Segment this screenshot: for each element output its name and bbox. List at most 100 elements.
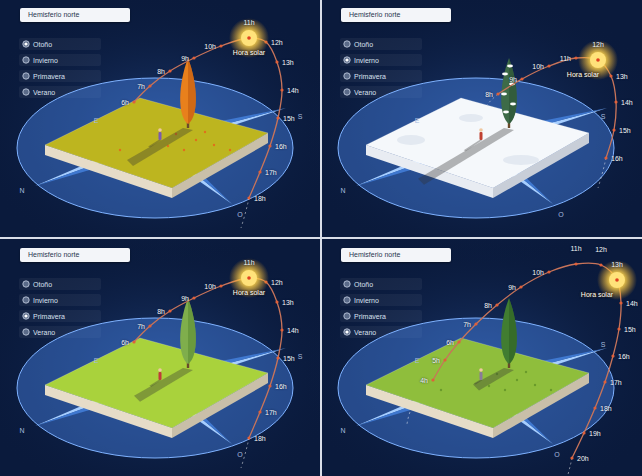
season-option: Otoño	[354, 41, 373, 48]
ground-top	[366, 98, 589, 188]
tree-crown-shade	[509, 58, 517, 124]
hour-dot	[280, 88, 283, 91]
hour-dot	[258, 170, 261, 173]
hour-label: 8h	[484, 302, 492, 309]
sun	[241, 30, 257, 46]
hour-dot	[168, 69, 171, 72]
radio-button	[23, 73, 29, 79]
person-shadow	[474, 380, 483, 385]
sun-label: Hora solar	[233, 289, 265, 296]
person-body	[159, 132, 162, 140]
hour-dot	[570, 456, 573, 459]
hour-label: 19h	[589, 430, 601, 437]
radio-button	[344, 73, 350, 79]
radio-selected	[345, 330, 348, 333]
sun	[241, 270, 257, 286]
hour-label: 10h	[532, 269, 544, 276]
ground-spot	[525, 371, 527, 373]
hour-dot	[280, 328, 283, 331]
sun-center	[596, 58, 600, 62]
hour-dot	[599, 263, 602, 266]
ground-spot	[550, 389, 552, 391]
season-option: Invierno	[354, 297, 379, 304]
tree-snow	[507, 65, 513, 68]
tree-crown	[180, 298, 196, 364]
hour-label: 8h	[485, 91, 493, 98]
ground-spot	[534, 384, 536, 386]
season-option: Verano	[33, 89, 55, 96]
panel-title-box: Hemisferio norte	[341, 248, 451, 262]
person-head	[158, 368, 162, 372]
compass-letter: E	[94, 117, 99, 124]
compass-letter: O	[554, 451, 559, 458]
option-row	[19, 310, 101, 322]
hour-label: 11h	[243, 19, 254, 26]
hour-dot	[219, 44, 222, 47]
option-row	[19, 38, 101, 50]
hour-dot	[611, 354, 614, 357]
season-option: Primavera	[354, 313, 386, 320]
ground-spot	[119, 149, 121, 151]
hour-dot	[443, 358, 446, 361]
option-row	[340, 38, 422, 50]
season-option: Otoño	[354, 281, 373, 288]
option-row	[19, 294, 101, 306]
hour-label: 10h	[532, 63, 544, 70]
radio-button	[23, 89, 29, 95]
option-row	[340, 70, 422, 82]
hour-label: 10h	[204, 283, 216, 290]
tree-snow	[502, 73, 508, 76]
snow-drift	[503, 155, 539, 165]
hour-label: 16h	[275, 383, 287, 390]
hour-label: 12h	[592, 41, 604, 48]
tree-shadow	[418, 128, 514, 185]
person-shadow	[464, 140, 483, 151]
compass-letter: S	[601, 341, 606, 348]
hour-dot	[574, 262, 577, 265]
hour-label: 15h	[619, 127, 631, 134]
panel-title-box: Hemisferio norte	[20, 8, 130, 22]
hour-label: 11h	[560, 55, 571, 62]
tree-shadow	[473, 368, 514, 391]
hour-label: 15h	[283, 115, 295, 122]
hour-label: 17h	[265, 169, 277, 176]
sun-path	[134, 278, 282, 438]
hour-label: 9h	[181, 295, 189, 302]
ground-spot	[195, 139, 197, 141]
hour-dot	[258, 410, 261, 413]
radio-selected	[345, 58, 348, 61]
radio-button	[23, 41, 29, 47]
radio-button	[23, 57, 29, 63]
hour-dot	[582, 431, 585, 434]
tree-crown	[501, 298, 517, 364]
hour-dot	[617, 327, 620, 330]
hour-dot	[615, 278, 618, 281]
tree-snow	[503, 111, 509, 114]
hour-label: 15h	[624, 326, 636, 333]
sun-center	[247, 276, 251, 280]
tree-crown-shade	[188, 58, 196, 124]
hour-dot	[276, 116, 279, 119]
hour-label: 4h	[420, 377, 428, 384]
hour-label: 7h	[137, 83, 145, 90]
hour-dot	[268, 144, 271, 147]
person-body	[159, 372, 162, 380]
hour-dot	[247, 196, 250, 199]
hour-label: 12h	[271, 39, 283, 46]
tree-shadow	[127, 128, 193, 166]
sun-path	[433, 263, 621, 458]
hour-label: 6h	[121, 339, 129, 346]
hour-dot	[276, 356, 279, 359]
night-path	[564, 458, 572, 476]
season-option: Invierno	[33, 297, 58, 304]
hour-label: 17h	[265, 409, 277, 416]
hour-label: 8h	[157, 68, 165, 75]
radio-button	[23, 281, 29, 287]
hour-dot	[519, 285, 522, 288]
season-option: Invierno	[354, 57, 379, 64]
compass-letter: E	[415, 357, 420, 364]
sun-label: Hora solar	[233, 49, 265, 56]
sun	[609, 272, 625, 288]
hour-dot	[148, 324, 151, 327]
